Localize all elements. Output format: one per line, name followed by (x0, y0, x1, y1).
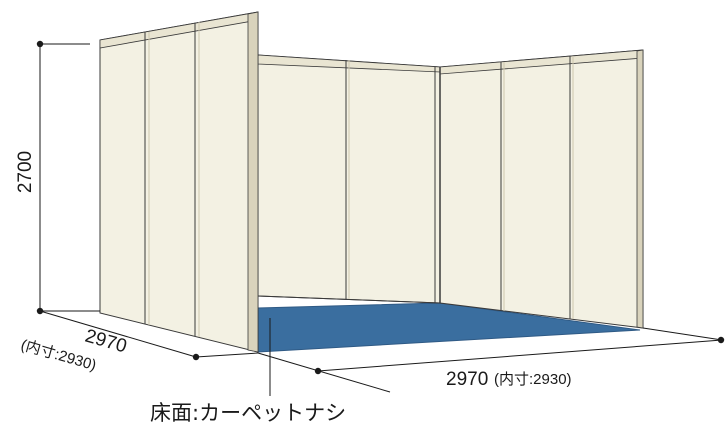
width-inner-label: (内寸:2930) (494, 371, 572, 388)
depth-label: 2970 (83, 326, 129, 358)
width-label: 2970 (446, 369, 488, 390)
height-label: 2700 (15, 151, 36, 193)
floor-callout: 床面:カーペットナシ (150, 318, 346, 425)
floor-caption: 床面:カーペットナシ (150, 401, 346, 425)
dot-icon (717, 336, 725, 344)
height-dimension: 2700 (15, 40, 100, 315)
right-wall (434, 49, 644, 329)
dot-icon (314, 367, 322, 375)
dot-icon (192, 353, 200, 361)
width-dimension: 2970 (内寸:2930) (257, 327, 725, 393)
left-wall (99, 11, 259, 353)
dot-icon (36, 40, 44, 48)
back-wall (257, 54, 441, 304)
